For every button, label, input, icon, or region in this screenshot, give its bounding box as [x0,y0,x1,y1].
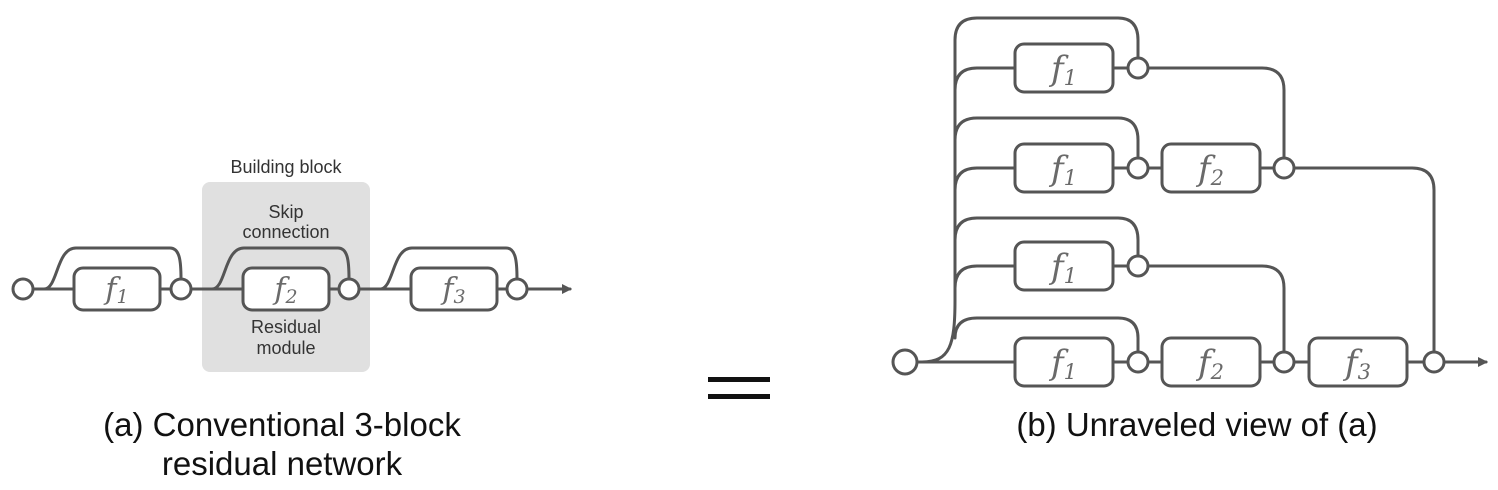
block-row1-f1: f1 [1013,42,1115,94]
building-block-title: Building block [230,157,342,177]
skip-connection-label-1: Skip [268,202,303,222]
residual-module-label-1: Residual [251,317,321,337]
skip-connection-1 [42,246,183,291]
path-row2-entry [953,166,1017,192]
path-row3-entry [953,264,1017,290]
input-node [11,277,35,301]
block-row4-f1: f1 [1013,336,1115,388]
merge-row3 [1146,264,1286,354]
block-row4-f2: f2 [1160,336,1262,388]
block-row4-f3: f3 [1307,336,1409,388]
conventional-network: Building block Skip connection Residual … [11,157,572,482]
sum-node-1 [169,277,193,301]
row-links [1111,66,1426,364]
sum-node-3 [505,277,529,301]
block-row3-f1: f1 [1013,240,1115,292]
skip-row2 [953,116,1140,158]
skip-top [920,16,1140,364]
svg-text:f3: f3 [440,272,465,308]
block-f1: f1 [72,266,162,312]
input-node-b [891,348,919,376]
sum-node-2 [337,277,361,301]
block-f3: f3 [409,266,499,312]
path-row1-entry [953,66,1017,92]
block-row2-f1: f1 [1013,142,1115,194]
caption-a-line-1: (a) Conventional 3-block [103,406,461,443]
caption-b: (b) Unraveled view of (a) [1016,406,1377,443]
node-row4-b [1272,350,1296,374]
node-row4-a [1126,350,1150,374]
node-row2-b [1272,156,1296,180]
merge-row2 [1292,166,1436,354]
node-row4-c [1422,350,1446,374]
block-row2-f2: f2 [1160,142,1262,194]
equals-sign [708,377,770,399]
skip-connection-label-2: connection [242,222,329,242]
caption-a-line-2: residual network [162,445,403,482]
node-row3 [1126,254,1150,278]
skip-row4 [953,316,1140,354]
block-f2: f2 [241,266,331,312]
node-row2-a [1126,156,1150,180]
unraveled-view: f1 f1 f2 f1 f1 f2 f3 [891,16,1488,443]
node-row1 [1126,56,1150,80]
residual-module-label-2: module [256,338,315,358]
merge-row1 [1146,66,1286,160]
skip-row3 [953,216,1140,257]
skip-connection-3 [378,246,519,291]
skip-connection-2 [210,246,351,291]
